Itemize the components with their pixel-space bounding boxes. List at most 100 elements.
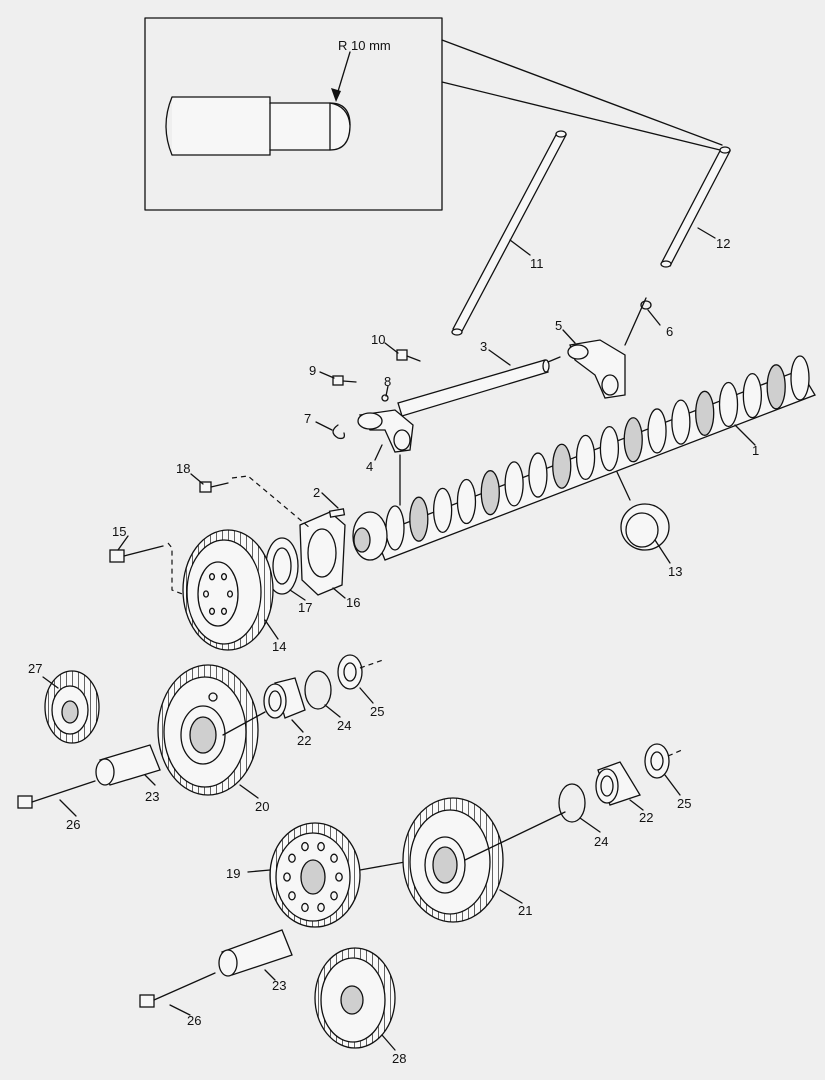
cam-lobe bbox=[409, 496, 429, 542]
bolt-18 bbox=[199, 481, 229, 493]
callout-25-lower: 25 bbox=[677, 796, 691, 811]
callout-24-lower: 24 bbox=[594, 834, 608, 849]
callout-24-upper: 24 bbox=[337, 718, 351, 733]
gear-hole bbox=[220, 607, 228, 615]
gear-hole bbox=[335, 872, 343, 882]
cam-lobe bbox=[695, 390, 715, 436]
callout-25-upper: 25 bbox=[370, 704, 384, 719]
callout-15: 15 bbox=[112, 524, 126, 539]
cam-lobe bbox=[718, 381, 739, 428]
gear-hole bbox=[226, 590, 234, 598]
bolt-26-upper bbox=[17, 780, 96, 809]
camshaft-1 bbox=[352, 355, 816, 561]
idler-gear-27 bbox=[44, 670, 100, 744]
callout-9: 9 bbox=[309, 363, 316, 378]
callout-labels: 1 2 3 4 5 6 7 8 9 10 11 12 13 14 15 16 1… bbox=[28, 236, 759, 1066]
ball-6 bbox=[640, 300, 652, 310]
bushing-22-lower bbox=[595, 761, 641, 806]
callout-18: 18 bbox=[176, 461, 190, 476]
gear-hole bbox=[330, 853, 338, 863]
cam-lobe bbox=[742, 372, 763, 419]
callout-11: 11 bbox=[530, 256, 544, 271]
camshaft-gear-14 bbox=[182, 529, 274, 651]
callout-22-lower: 22 bbox=[639, 810, 653, 825]
callout-23-lower: 23 bbox=[272, 978, 286, 993]
bolt-26-lower bbox=[139, 972, 216, 1008]
snap-ring-24-lower bbox=[558, 783, 586, 823]
radius-label: R 10 mm bbox=[338, 38, 391, 53]
gear-hole bbox=[330, 891, 338, 901]
cam-lobe bbox=[647, 408, 667, 454]
callout-13: 13 bbox=[668, 564, 682, 579]
washer-25-lower bbox=[644, 743, 670, 779]
callout-28: 28 bbox=[392, 1051, 406, 1066]
callout-4: 4 bbox=[366, 459, 373, 474]
stub-shaft-23-lower bbox=[218, 929, 293, 977]
cam-lobe bbox=[432, 487, 453, 534]
callout-1: 1 bbox=[752, 443, 759, 458]
cam-lobe bbox=[528, 452, 548, 498]
gear-hole bbox=[208, 573, 216, 581]
callout-26-lower: 26 bbox=[187, 1013, 201, 1028]
rocker-arm-5 bbox=[567, 339, 626, 399]
gear-hole bbox=[220, 573, 228, 581]
idler-gear-20 bbox=[157, 664, 259, 796]
pushrod-end-detail-inset: R 10 mm bbox=[144, 17, 723, 211]
gear-hole bbox=[301, 841, 309, 852]
callout-17: 17 bbox=[298, 600, 312, 615]
pushrod-12 bbox=[660, 146, 731, 268]
callout-22-upper: 22 bbox=[297, 733, 311, 748]
gear-hole bbox=[288, 853, 296, 863]
cam-lobe bbox=[552, 443, 572, 489]
callout-16: 16 bbox=[346, 595, 360, 610]
bolt-15 bbox=[109, 545, 164, 563]
cam-lobe bbox=[623, 417, 643, 463]
gear-hole bbox=[317, 902, 325, 913]
leader-lines bbox=[42, 227, 756, 1051]
cam-lobe bbox=[504, 461, 524, 507]
gear-hole bbox=[317, 841, 325, 852]
bushing-22-upper bbox=[263, 677, 306, 719]
callout-19: 19 bbox=[226, 866, 240, 881]
cam-lobe bbox=[480, 470, 500, 516]
callout-23-upper: 23 bbox=[145, 789, 159, 804]
washer-25-upper bbox=[337, 654, 363, 690]
callout-6: 6 bbox=[666, 324, 673, 339]
callout-5: 5 bbox=[555, 318, 562, 333]
cam-lobe bbox=[599, 425, 620, 472]
gear-28 bbox=[314, 947, 396, 1049]
callout-7: 7 bbox=[304, 411, 311, 426]
cam-lobe bbox=[575, 434, 596, 481]
thrust-plate-16 bbox=[299, 511, 346, 596]
rocker-shaft-3 bbox=[397, 356, 561, 417]
gear-hole bbox=[202, 590, 210, 598]
bolt-10 bbox=[396, 349, 421, 362]
camshaft-bearing-13 bbox=[620, 503, 670, 551]
callout-14: 14 bbox=[272, 639, 286, 654]
cam-lobe bbox=[671, 399, 691, 445]
cam-lobe bbox=[790, 355, 810, 401]
callout-21: 21 bbox=[518, 903, 532, 918]
callout-20: 20 bbox=[255, 799, 269, 814]
gear-19 bbox=[269, 822, 361, 928]
stub-shaft-23-upper bbox=[95, 744, 161, 786]
ball-8 bbox=[381, 394, 389, 402]
callout-8: 8 bbox=[384, 374, 391, 389]
pin-2 bbox=[328, 508, 346, 518]
callout-3: 3 bbox=[480, 339, 487, 354]
pushrod-11 bbox=[451, 130, 567, 336]
cam-lobe bbox=[456, 478, 477, 525]
callout-26-upper: 26 bbox=[66, 817, 80, 832]
cam-lobe bbox=[766, 364, 786, 410]
callout-27: 27 bbox=[28, 661, 42, 676]
cam-lobe bbox=[385, 505, 405, 551]
snap-ring-24-upper bbox=[304, 670, 332, 710]
callout-2: 2 bbox=[313, 485, 320, 500]
gear-hole bbox=[301, 902, 309, 913]
callout-12: 12 bbox=[716, 236, 730, 251]
bolt-9 bbox=[332, 375, 357, 386]
idler-gear-21 bbox=[402, 797, 504, 923]
gear-hole bbox=[283, 872, 291, 882]
